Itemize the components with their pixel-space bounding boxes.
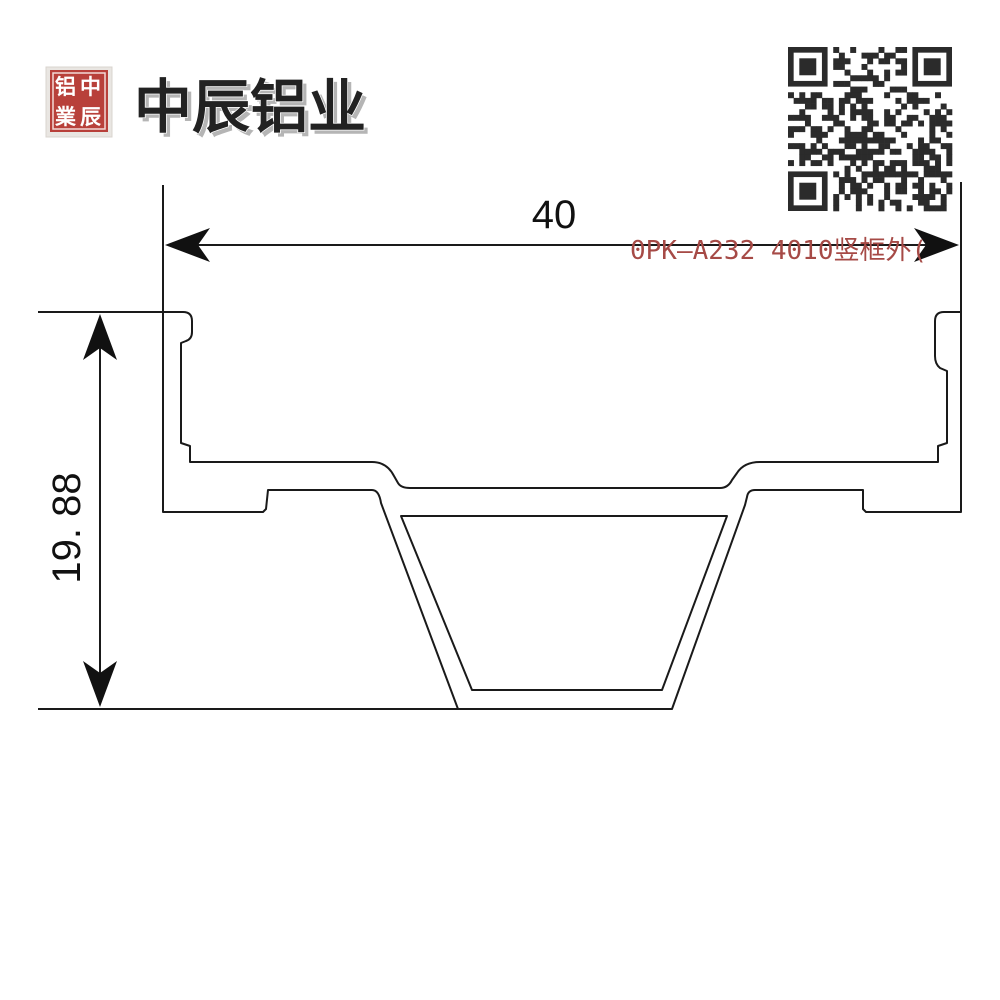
width-arrow-right bbox=[914, 228, 959, 262]
brand-seal-logo: 中 辰 铝 業 bbox=[45, 66, 113, 138]
product-code-label: 0PK—A232 4010竖框外( bbox=[630, 236, 927, 266]
height-arrow-top bbox=[83, 314, 117, 360]
profile-outer-contour bbox=[162, 311, 962, 710]
brand-name-shadow: 中辰铝业 bbox=[138, 77, 370, 145]
width-arrow-left bbox=[165, 228, 210, 262]
seal-char-lv: 铝 bbox=[55, 74, 76, 99]
brand-name: 中辰铝业 bbox=[134, 73, 366, 141]
seal-char-zhong: 中 bbox=[80, 74, 101, 99]
qr-code-icon bbox=[788, 47, 953, 212]
profile-inner-chamber bbox=[400, 515, 728, 691]
aluminum-profile-section bbox=[162, 311, 962, 710]
height-dimension: 19. 88 bbox=[38, 311, 458, 710]
width-dimension: 40 bbox=[162, 182, 962, 512]
width-dimension-label: 40 bbox=[532, 193, 577, 237]
seal-char-chen: 辰 bbox=[80, 104, 101, 129]
height-arrow-bottom bbox=[83, 661, 117, 707]
height-dimension-label: 19. 88 bbox=[45, 472, 89, 583]
seal-char-ye: 業 bbox=[55, 104, 77, 129]
